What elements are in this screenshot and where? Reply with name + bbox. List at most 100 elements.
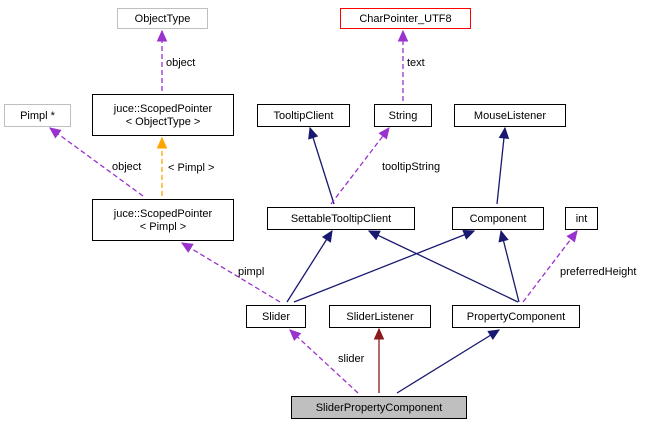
class-box — [246, 305, 306, 328]
class-box — [257, 104, 350, 127]
arrowhead — [156, 136, 168, 149]
class-node-sliderpropertycomponent[interactable]: SliderPropertyComponent — [291, 396, 467, 419]
edge-label-scopedobj-scopedpimpl: < Pimpl > — [168, 162, 214, 174]
class-node-sliderlistener[interactable]: SliderListener — [329, 305, 431, 328]
edge-label-pimplptr-scopedpimpl: object — [112, 161, 141, 173]
arrowhead — [180, 242, 194, 253]
class-name-line: PropertyComponent — [467, 311, 565, 323]
edge-slider-sliderproperty — [289, 329, 359, 394]
arrowhead — [498, 229, 509, 243]
class-name-line: MouseListener — [474, 110, 546, 122]
arrowhead — [49, 127, 62, 139]
class-node-component[interactable]: Component — [452, 207, 544, 230]
edge-line — [181, 242, 281, 303]
edge-property-sliderproperty — [396, 329, 501, 394]
class-node-pimplptr[interactable]: Pimpl * — [4, 104, 71, 127]
arrowhead — [321, 229, 333, 243]
edge-tooltipclient-settable — [308, 126, 335, 205]
class-name-line: Component — [470, 213, 527, 225]
class-box — [340, 8, 471, 29]
class-box — [117, 8, 208, 29]
arrowhead — [156, 29, 168, 42]
edge-line — [309, 127, 335, 205]
edge-line — [330, 127, 390, 205]
edge-settable-property — [367, 230, 519, 303]
class-box — [565, 207, 598, 230]
class-name-line: SliderListener — [346, 311, 414, 323]
edge-line — [49, 127, 144, 197]
class-name-line: juce::ScopedPointer — [113, 103, 213, 115]
class-node-scopedobj[interactable]: juce::ScopedPointer< ObjectType > — [92, 94, 234, 136]
arrowhead — [289, 329, 302, 342]
edge-sliderlistener-sliderproperty — [373, 327, 385, 393]
arrowhead — [462, 229, 476, 240]
edge-line — [368, 230, 519, 303]
edge-int-property — [522, 230, 578, 303]
class-node-objecttype[interactable]: ObjectType — [117, 8, 208, 29]
edge-label-charpointer-string: text — [407, 57, 425, 69]
class-name-line: ObjectType — [135, 13, 191, 25]
arrowhead — [566, 230, 578, 243]
edge-label-string-settable: tooltipString — [382, 161, 440, 173]
class-node-int[interactable]: int — [565, 207, 598, 230]
arrowhead — [378, 127, 390, 140]
class-name-line: juce::ScopedPointer — [113, 208, 213, 220]
edge-pimplptr-scopedpimpl — [49, 127, 144, 197]
edge-label-slider-sliderproperty: slider — [338, 353, 365, 365]
class-name-line: TooltipClient — [274, 110, 334, 122]
class-name-line: SettableTooltipClient — [291, 213, 391, 225]
class-name-line: < Pimpl > — [140, 221, 186, 233]
class-box — [291, 396, 467, 419]
edge-scopedpimpl-slider — [180, 242, 281, 303]
edge-string-settable — [330, 127, 390, 205]
edge-label-int-property: preferredHeight — [560, 266, 636, 278]
edge-mouselistener-component — [496, 126, 510, 205]
edges-layer — [49, 29, 578, 394]
edge-line — [500, 230, 520, 303]
edge-charpointer-string — [397, 29, 409, 101]
class-name-line: SliderPropertyComponent — [316, 402, 443, 414]
edge-scopedobj-scopedpimpl — [156, 136, 168, 196]
class-node-propertycomponent[interactable]: PropertyComponent — [452, 305, 580, 328]
arrowhead — [308, 126, 319, 140]
edge-label-scopedpimpl-slider: pimpl — [238, 266, 264, 278]
arrowhead — [373, 327, 385, 340]
class-name-line: String — [389, 110, 418, 122]
class-name-line: Slider — [262, 311, 290, 323]
edge-line — [522, 230, 578, 303]
class-box — [374, 104, 432, 127]
class-box — [4, 104, 71, 127]
class-box — [454, 104, 566, 127]
class-box — [92, 94, 234, 136]
edge-label-objecttype-scopedobj: object — [166, 57, 195, 69]
edge-component-slider — [293, 229, 476, 303]
class-name-line: Pimpl * — [20, 110, 56, 122]
arrowhead — [487, 329, 501, 341]
edge-settable-slider — [286, 229, 333, 303]
class-name-line: < ObjectType > — [126, 116, 201, 128]
arrowhead — [498, 126, 510, 139]
class-box — [267, 207, 415, 230]
arrowhead — [397, 29, 409, 42]
class-node-string[interactable]: String — [374, 104, 432, 127]
edge-line — [293, 230, 475, 303]
class-box — [452, 207, 544, 230]
class-node-mouselistener[interactable]: MouseListener — [454, 104, 566, 127]
class-name-line: CharPointer_UTF8 — [359, 13, 451, 25]
class-box — [452, 305, 580, 328]
class-node-settabletooltip[interactable]: SettableTooltipClient — [267, 207, 415, 230]
edge-objecttype-scopedobj — [156, 29, 168, 91]
class-node-tooltipclient[interactable]: TooltipClient — [257, 104, 350, 127]
class-box — [92, 199, 234, 241]
edge-line — [496, 127, 506, 205]
class-name-line: int — [576, 213, 588, 225]
edge-line — [396, 329, 500, 394]
arrowhead — [367, 230, 381, 241]
edge-line — [286, 230, 333, 303]
edge-component-property — [498, 229, 520, 303]
class-node-scopedpimpl[interactable]: juce::ScopedPointer< Pimpl > — [92, 199, 234, 241]
class-node-charpointer[interactable]: CharPointer_UTF8 — [340, 8, 471, 29]
class-node-slider[interactable]: Slider — [246, 305, 306, 328]
